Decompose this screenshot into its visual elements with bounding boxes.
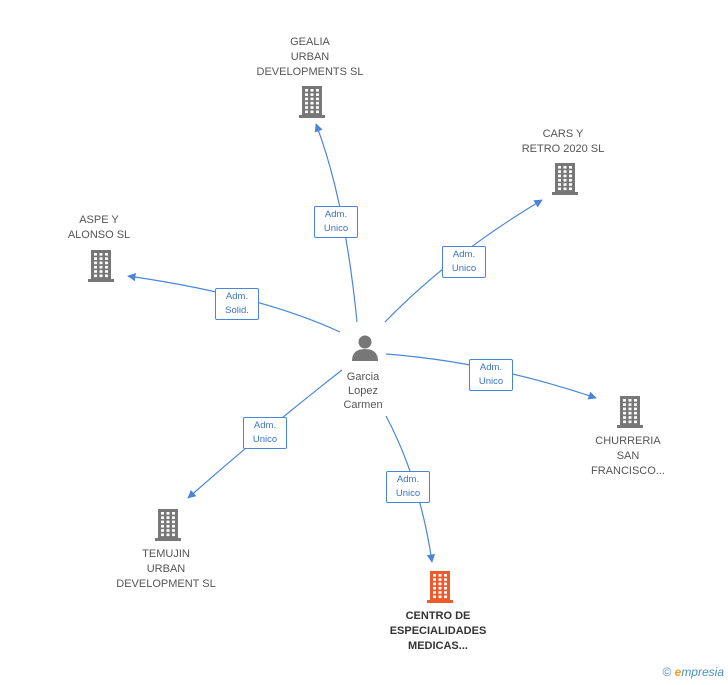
building-icon	[299, 86, 325, 118]
role-label-line: Adm.	[225, 291, 249, 302]
company-name-line: DEVELOPMENTS SL	[256, 66, 364, 78]
copyright-symbol: ©	[662, 665, 672, 679]
role-label-line: Unico	[478, 376, 504, 387]
company-name-line: ALONSO SL	[67, 229, 131, 241]
company-name-line: URBAN	[146, 563, 186, 575]
person-name-line: Garcia	[346, 371, 380, 383]
company-name-line: FRANCISCO...	[591, 465, 665, 477]
brand-name: mpresia	[681, 665, 724, 679]
company-label-centro[interactable]: CENTRO DE ESPECIALIDADES MEDICAS...	[358, 609, 518, 654]
role-label-centro: Adm. Unico	[386, 471, 430, 503]
role-label-line: Unico	[252, 434, 278, 445]
company-name-line: DEVELOPMENT SL	[116, 578, 216, 590]
role-label-line: Unico	[395, 488, 421, 499]
company-name-line: ESPECIALIDADES	[389, 625, 487, 637]
role-label-cars: Adm. Unico	[442, 246, 486, 278]
company-name-line: CHURRERIA	[595, 435, 661, 447]
role-label-temujin: Adm. Unico	[243, 417, 287, 449]
building-icon	[88, 250, 114, 282]
company-label-aspe[interactable]: ASPE Y ALONSO SL	[19, 213, 179, 243]
role-label-aspe: Adm. Solid.	[215, 288, 259, 320]
person-name-line: Lopez	[348, 385, 378, 397]
company-name-line: SAN	[616, 450, 640, 462]
building-icon	[427, 571, 453, 603]
company-name-line: ASPE Y	[79, 214, 119, 226]
brand-logo-e: e	[674, 665, 682, 679]
company-name-line: MEDICAS...	[408, 640, 468, 652]
company-label-churreria[interactable]: CHURRERIA SAN FRANCISCO...	[548, 434, 708, 479]
company-name-line: CARS Y	[542, 128, 584, 140]
company-label-gealia[interactable]: GEALIA URBAN DEVELOPMENTS SL	[230, 35, 390, 80]
company-label-temujin[interactable]: TEMUJIN URBAN DEVELOPMENT SL	[86, 547, 246, 592]
company-name-line: TEMUJIN	[142, 548, 190, 560]
role-label-line: Unico	[323, 223, 349, 234]
role-label-churreria: Adm. Unico	[469, 359, 513, 391]
footer-brand: © empresia	[662, 665, 724, 679]
role-label-line: Solid.	[225, 305, 249, 316]
building-icon	[617, 396, 643, 428]
building-icon	[552, 163, 578, 195]
role-label-line: Adm.	[452, 249, 476, 260]
company-name-line: CENTRO DE	[405, 610, 471, 622]
role-label-line: Adm.	[396, 474, 420, 485]
person-name-line: Carmen	[343, 399, 383, 411]
building-icon	[155, 509, 181, 541]
role-label-line: Adm.	[253, 420, 277, 431]
company-name-line: URBAN	[290, 51, 330, 63]
person-icon	[352, 335, 378, 361]
company-name-line: RETRO 2020 SL	[521, 143, 605, 155]
company-name-line: GEALIA	[290, 36, 330, 48]
role-label-gealia: Adm. Unico	[314, 206, 358, 238]
role-label-line: Adm.	[324, 209, 348, 220]
company-label-cars[interactable]: CARS Y RETRO 2020 SL	[483, 127, 643, 157]
role-label-line: Unico	[451, 263, 477, 274]
role-label-line: Adm.	[479, 362, 503, 373]
